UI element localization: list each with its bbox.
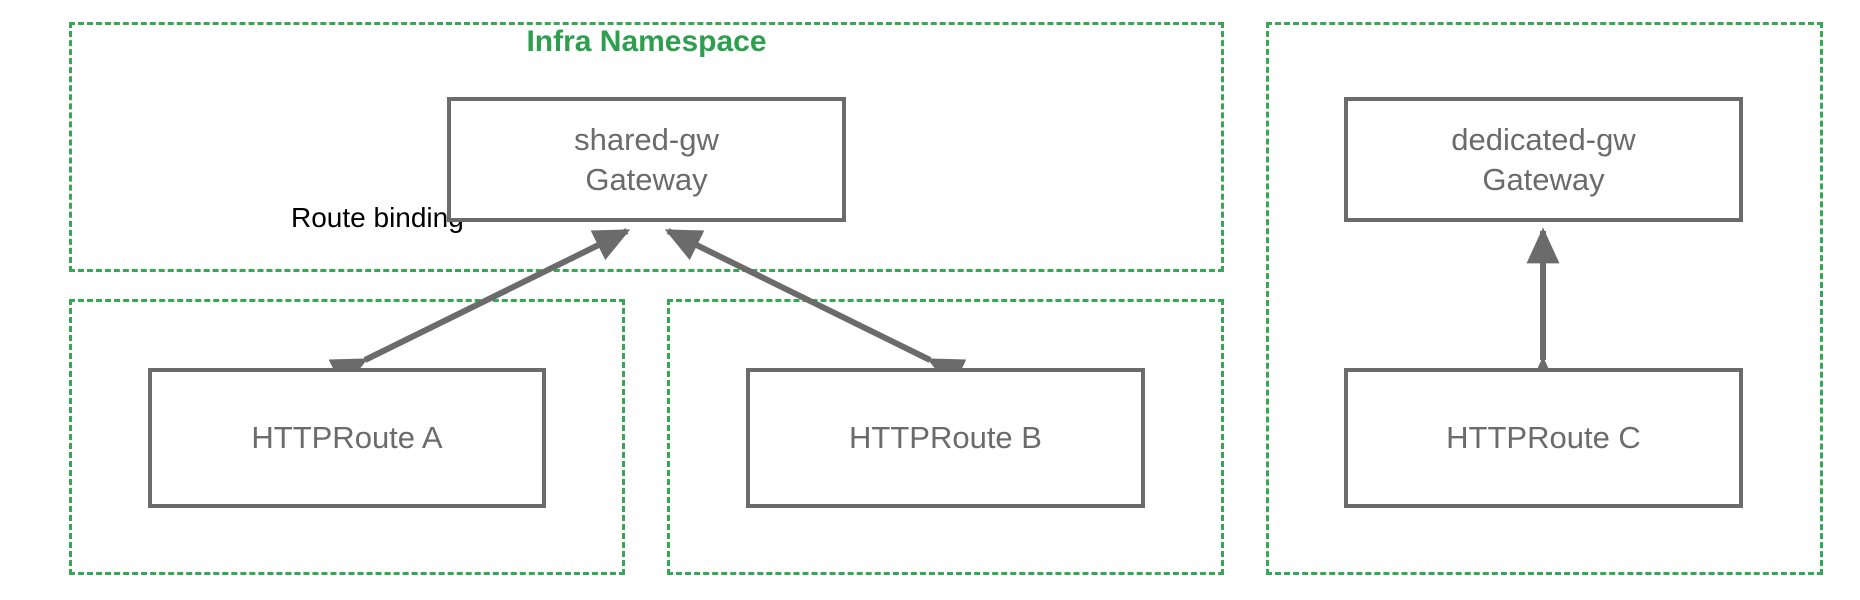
node-shared-gw-line1: shared-gw bbox=[574, 121, 719, 157]
node-httproute-c-label: HTTPRoute C bbox=[1446, 420, 1641, 456]
node-dedicated-gw-line2: Gateway bbox=[1482, 161, 1605, 197]
node-dedicated-gw[interactable]: dedicated-gw Gateway bbox=[1344, 97, 1743, 222]
namespace-box-c bbox=[1266, 22, 1823, 575]
node-dedicated-gw-line1: dedicated-gw bbox=[1451, 121, 1636, 157]
namespace-title-infra: Infra Namespace bbox=[526, 25, 767, 58]
node-httproute-a-label: HTTPRoute A bbox=[251, 420, 443, 456]
edge-label-route-binding: Route binding bbox=[291, 202, 464, 233]
node-shared-gw[interactable]: shared-gw Gateway bbox=[447, 97, 846, 222]
node-shared-gw-line2: Gateway bbox=[585, 161, 708, 197]
node-httproute-b[interactable]: HTTPRoute B bbox=[746, 368, 1145, 508]
node-httproute-b-label: HTTPRoute B bbox=[849, 420, 1042, 456]
node-httproute-c[interactable]: HTTPRoute C bbox=[1344, 368, 1743, 508]
node-httproute-a[interactable]: HTTPRoute A bbox=[148, 368, 546, 508]
namespace-box-infra bbox=[69, 22, 1224, 272]
